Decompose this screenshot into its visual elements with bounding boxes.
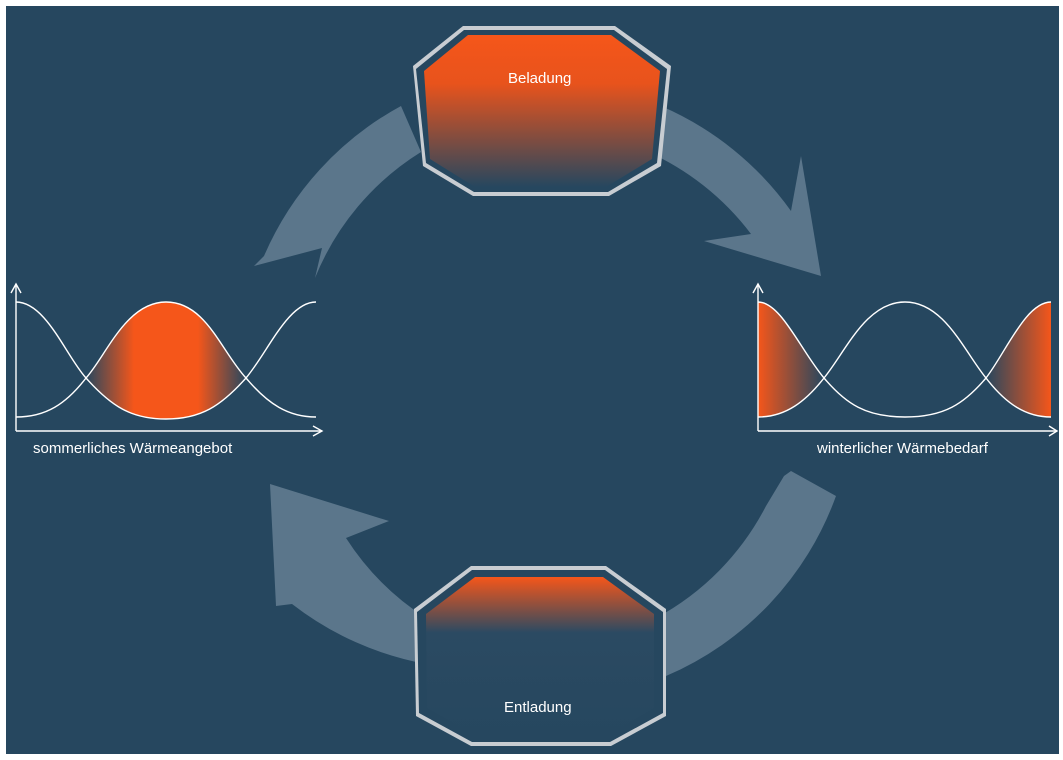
- loading-label: Beladung: [508, 70, 572, 87]
- summer-heat-fill: [86, 302, 246, 419]
- arrow-lower-left: [270, 484, 426, 664]
- winter-heat-fill-right: [986, 302, 1051, 417]
- diagram-graphics: [10, 26, 1059, 746]
- arrow-upper-left: [254, 106, 421, 278]
- summer-curve-falling: [15, 301, 317, 420]
- unloading-label: Entladung: [504, 699, 572, 716]
- winter-curve-rising: [757, 301, 1052, 418]
- summer-y-arrowhead: [10, 282, 22, 294]
- summer-supply-label: sommerliches Wärmeangebot: [33, 440, 233, 457]
- cycle-arrows: [254, 106, 836, 676]
- summer-curve-rising: [15, 301, 317, 418]
- winter-demand-label: winterlicher Wärmebedarf: [817, 440, 988, 457]
- unloading-tank: [414, 566, 666, 746]
- winter-curve-falling: [757, 301, 1052, 418]
- winter-heat-fill-left: [758, 302, 824, 417]
- summer-supply-chart: [10, 282, 324, 437]
- arrow-upper-right: [646, 106, 821, 276]
- loading-tank: [413, 26, 671, 196]
- winter-y-arrowhead: [752, 282, 764, 294]
- summer-x-arrowhead: [312, 425, 324, 437]
- winter-demand-chart: [752, 282, 1059, 437]
- seasonal-storage-diagram: Beladung Entladung sommerliches Wärmeang…: [6, 6, 1059, 754]
- arrow-lower-right: [656, 471, 836, 676]
- winter-x-arrowhead: [1048, 425, 1059, 437]
